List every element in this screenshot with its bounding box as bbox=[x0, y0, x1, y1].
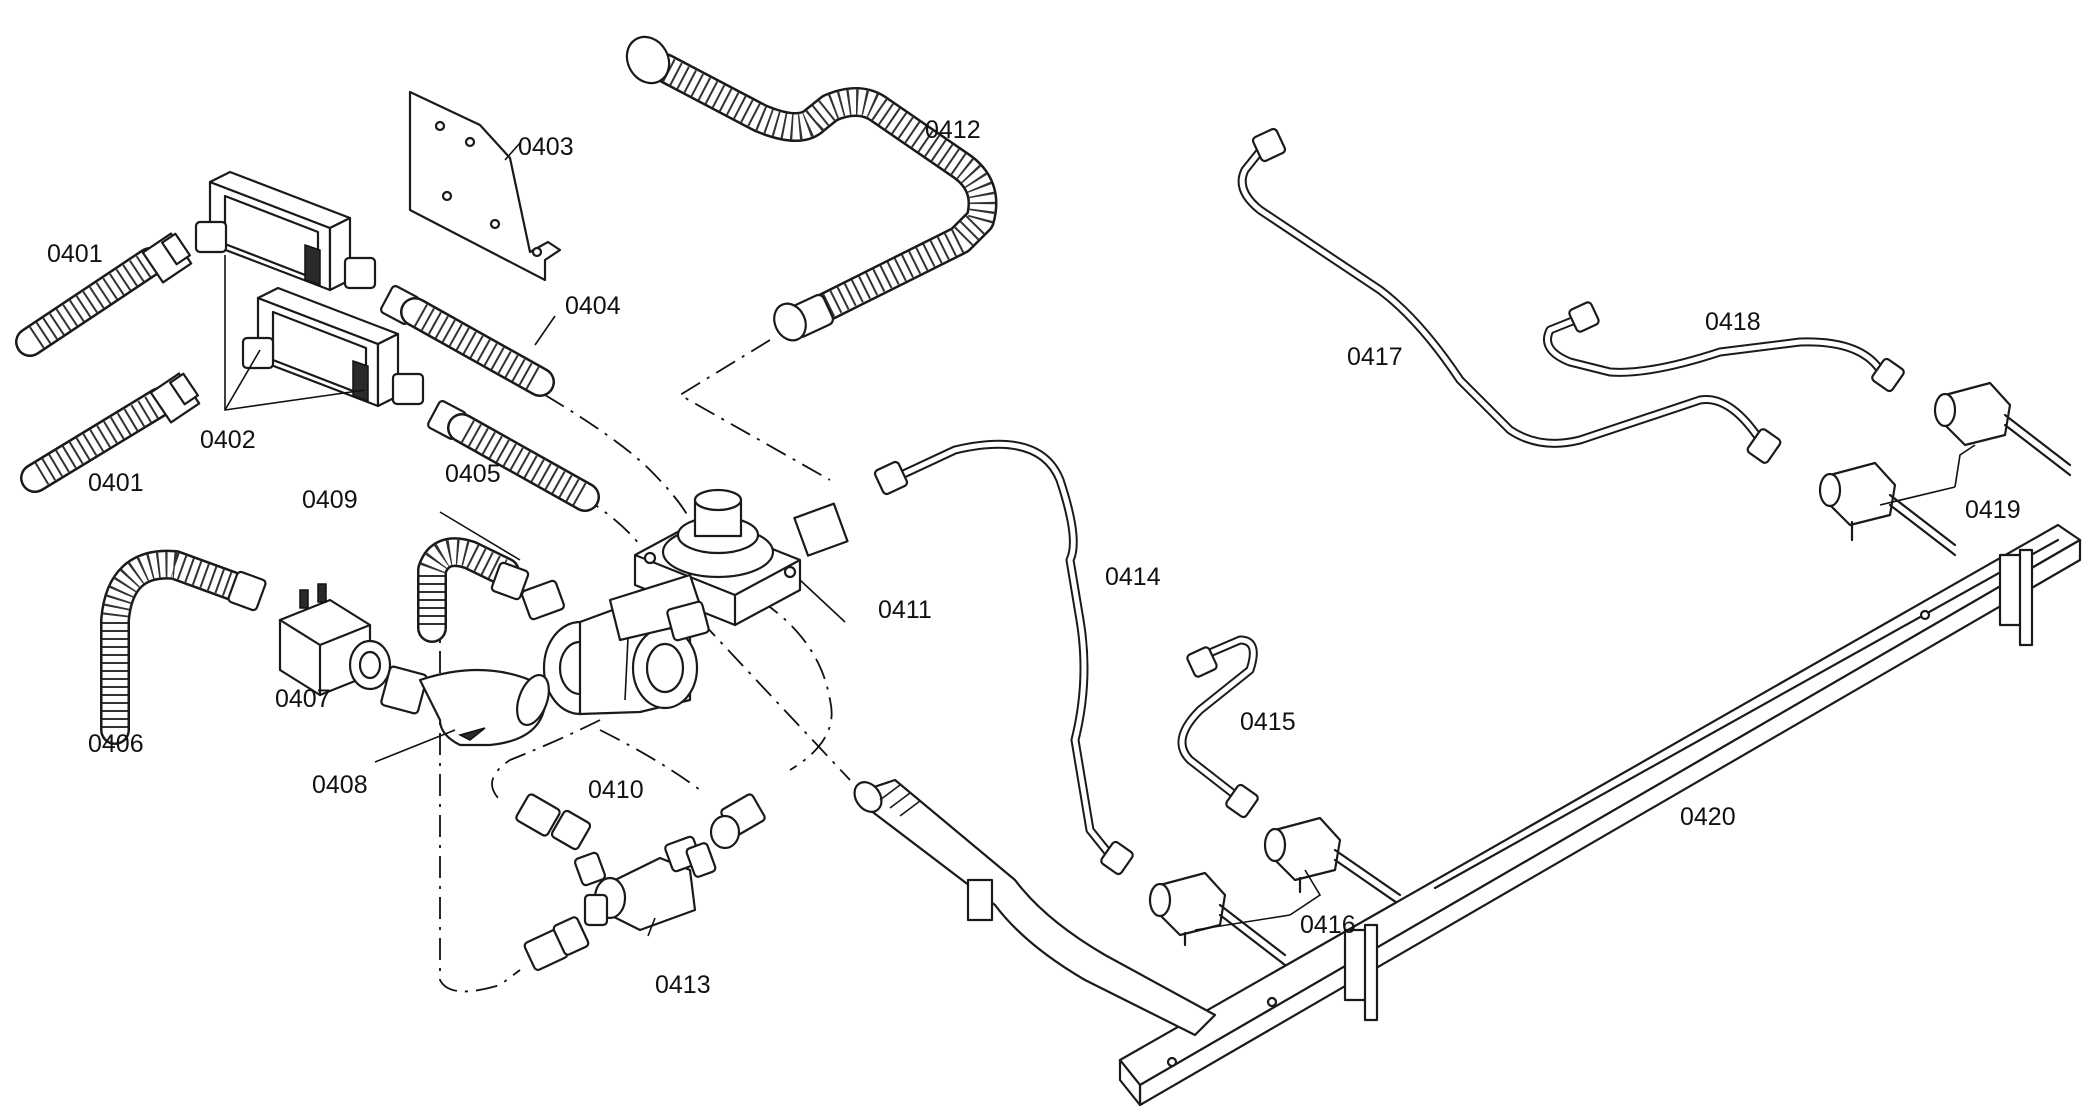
gas-tube-0414 bbox=[873, 439, 1134, 876]
label-0403: 0403 bbox=[518, 133, 574, 161]
label-0410: 0410 bbox=[588, 776, 644, 804]
elbow-fitting-0408 bbox=[380, 665, 550, 747]
solenoid-coil-0407 bbox=[278, 583, 392, 697]
label-0404: 0404 bbox=[565, 292, 621, 320]
tee-fitting-0413 bbox=[573, 835, 717, 932]
label-0411: 0411 bbox=[878, 596, 932, 624]
label-0415: 0415 bbox=[1240, 708, 1296, 736]
label-0417: 0417 bbox=[1347, 343, 1403, 371]
label-0401-upper: 0401 bbox=[47, 240, 103, 268]
burner-valve-0416-lower bbox=[1148, 871, 1287, 967]
mounting-bracket-0403 bbox=[408, 90, 562, 282]
label-0414: 0414 bbox=[1105, 563, 1161, 591]
gas-tube-0415 bbox=[1177, 635, 1259, 819]
solenoid-valve-0402-lower bbox=[241, 286, 425, 408]
label-0408: 0408 bbox=[312, 771, 368, 799]
label-0416: 0416 bbox=[1300, 911, 1356, 939]
label-0401-lower: 0401 bbox=[88, 469, 144, 497]
main-feed-pipe bbox=[853, 778, 1217, 1037]
gas-tube-0417 bbox=[1237, 127, 1782, 464]
burner-valve-0416-upper bbox=[1263, 816, 1402, 907]
flex-connector-0404 bbox=[380, 285, 555, 397]
fitting-0413-lower bbox=[523, 916, 590, 971]
label-0407: 0407 bbox=[275, 685, 331, 713]
leader-lines bbox=[224, 142, 1976, 937]
fitting-0413-upper-left bbox=[515, 793, 592, 851]
fitting-0413-upper-right bbox=[709, 793, 766, 850]
flex-connector-0405 bbox=[427, 400, 600, 512]
flex-hose-0406 bbox=[100, 549, 267, 745]
burner-valve-0419-upper bbox=[1933, 381, 2072, 477]
label-0413: 0413 bbox=[655, 971, 711, 999]
part-labels: 0401 0401 0402 0403 0404 0405 0406 0407 … bbox=[47, 116, 2021, 999]
flex-elbow-0409 bbox=[417, 537, 530, 643]
flex-connector-0401-lower bbox=[20, 372, 201, 493]
assembly-guide-lines bbox=[439, 339, 851, 993]
label-0402: 0402 bbox=[200, 426, 256, 454]
flexible-gas-hose-0412 bbox=[625, 35, 998, 342]
label-0406: 0406 bbox=[88, 730, 144, 758]
label-0420: 0420 bbox=[1680, 803, 1736, 831]
label-0405: 0405 bbox=[445, 460, 501, 488]
label-0418: 0418 bbox=[1705, 308, 1761, 336]
valve-manifold-0410 bbox=[520, 573, 710, 716]
label-0412: 0412 bbox=[925, 116, 981, 144]
flex-connector-0401-upper bbox=[15, 232, 193, 357]
label-0419: 0419 bbox=[1965, 496, 2021, 524]
gas-tube-0418 bbox=[1543, 301, 1905, 393]
label-0409: 0409 bbox=[302, 486, 358, 514]
burner-valve-0419-lower bbox=[1818, 461, 1957, 557]
solenoid-valve-0402-upper bbox=[194, 170, 377, 292]
gas-manifold-rail-0420 bbox=[1118, 523, 2082, 1107]
